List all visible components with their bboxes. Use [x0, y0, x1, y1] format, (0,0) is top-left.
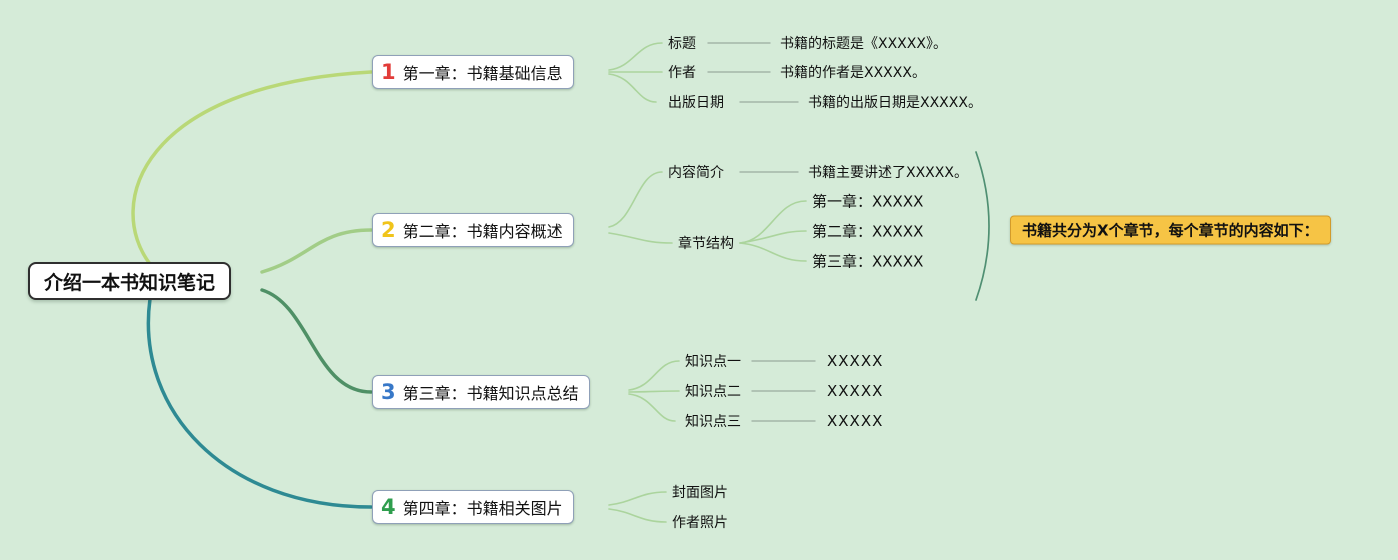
ch2-structure-item-1[interactable]: 第一章：XXXXX [812, 192, 924, 211]
ch1-title-value[interactable]: 书籍的标题是《XXXXX》。 [780, 36, 947, 52]
branch-2-line [260, 228, 373, 274]
chapter-number-3: 3 [381, 379, 396, 404]
ch2-intro-label[interactable]: 内容简介 [668, 165, 724, 181]
branch-3-line [260, 288, 373, 394]
chapter-label-1: 第一章：书籍基础信息 [402, 64, 563, 83]
brace-line [975, 151, 990, 301]
ch3-point2-value[interactable]: XXXXX [827, 382, 884, 400]
ch2-structure-item-2[interactable]: 第二章：XXXXX [812, 222, 924, 241]
chapter-label-2: 第二章：书籍内容概述 [402, 222, 563, 241]
branch-4-line [146, 297, 373, 509]
ch2-structure-item-3[interactable]: 第三章：XXXXX [812, 252, 924, 271]
branch-1-line [131, 70, 373, 266]
chapter-label-3: 第三章：书籍知识点总结 [402, 384, 579, 403]
chapter-label-4: 第四章：书籍相关图片 [402, 499, 563, 518]
chapter-node-3[interactable]: 3 第三章：书籍知识点总结 [372, 375, 590, 409]
root-node[interactable]: 介绍一本书知识笔记 [28, 262, 232, 300]
ch1-date-label[interactable]: 出版日期 [668, 95, 724, 111]
chapter-node-1[interactable]: 1 第一章：书籍基础信息 [372, 55, 574, 89]
ch1-date-value[interactable]: 书籍的出版日期是XXXXX。 [808, 95, 982, 111]
ch3-point1-value[interactable]: XXXXX [827, 352, 884, 370]
chapter-number-1: 1 [381, 59, 396, 84]
ch1-title-label[interactable]: 标题 [668, 36, 696, 52]
ch3-point3-value[interactable]: XXXXX [827, 412, 884, 430]
row-lines [707, 42, 816, 422]
ch2-structure-label[interactable]: 章节结构 [678, 236, 734, 252]
chapter-number-4: 4 [381, 494, 396, 519]
ch1-author-value[interactable]: 书籍的作者是XXXXX。 [780, 65, 926, 81]
ch2-intro-value[interactable]: 书籍主要讲述了XXXXX。 [808, 165, 968, 181]
chapter-summary-callout[interactable]: 书籍共分为X个章节，每个章节的内容如下： [1010, 215, 1331, 245]
chapter-node-2[interactable]: 2 第二章：书籍内容概述 [372, 213, 574, 247]
ch4-author-photo-label[interactable]: 作者照片 [672, 515, 728, 531]
ch3-point1-label[interactable]: 知识点一 [685, 354, 741, 370]
ch1-author-label[interactable]: 作者 [668, 65, 696, 81]
ch4-cover-label[interactable]: 封面图片 [672, 485, 728, 501]
child-link-lines [608, 42, 807, 523]
root-label: 介绍一本书知识笔记 [44, 271, 216, 294]
ch3-point2-label[interactable]: 知识点二 [685, 384, 741, 400]
ch3-point3-label[interactable]: 知识点三 [685, 414, 741, 430]
chapter-node-4[interactable]: 4 第四章：书籍相关图片 [372, 490, 574, 524]
chapter-number-2: 2 [381, 217, 396, 242]
